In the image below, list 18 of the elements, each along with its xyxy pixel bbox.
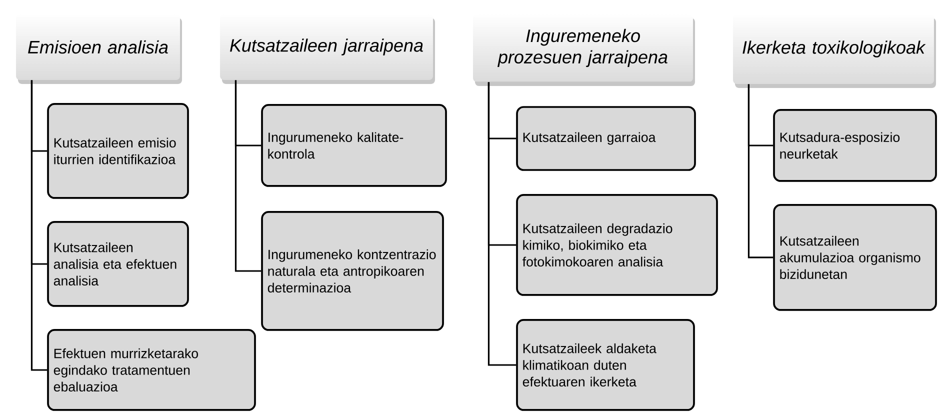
topic-box: Ingurumeneko kalitate-kontrola xyxy=(261,104,447,187)
topic-box: Kutsatzaileen degradazio kimiko, biokimiko eta fotokimokoaren analisia xyxy=(516,194,718,296)
topic-box: Kutsadura-esposizio neurketak xyxy=(773,109,937,182)
connector-line xyxy=(30,80,48,371)
topic-box: Kutsatzaileen akumulazioa organismo bizidunetan xyxy=(773,204,937,311)
topic-box: Ingurumeneko kontzentrazio naturala eta antropikoaren determinazioa xyxy=(261,211,444,331)
topic-box: Efektuen murrizketarako egindako tratamentuen ebaluazioa xyxy=(47,329,256,411)
topic-box: Kutsatzaileek aldaketa klimatikoan duten efektuaren ikerketa xyxy=(516,319,695,411)
topic-box: Kutsatzaileen garraioa xyxy=(516,106,696,171)
connector-line xyxy=(748,84,774,258)
topic-box: Kutsatzaileen analisia eta efektuen analisia xyxy=(47,221,189,307)
header-box: Emisioen analisia xyxy=(16,14,182,84)
header-box: Kutsatzaileen jarraipena xyxy=(220,14,435,84)
topic-box: Kutsatzaileen emisio iturrien identifikazioa xyxy=(47,103,189,199)
connector-line xyxy=(234,80,262,272)
header-box: Inguremeneko prozesuen jarraipena xyxy=(473,14,695,86)
header-box: Ikerketa toxikologikoak xyxy=(733,14,936,88)
connector-line xyxy=(488,82,516,366)
